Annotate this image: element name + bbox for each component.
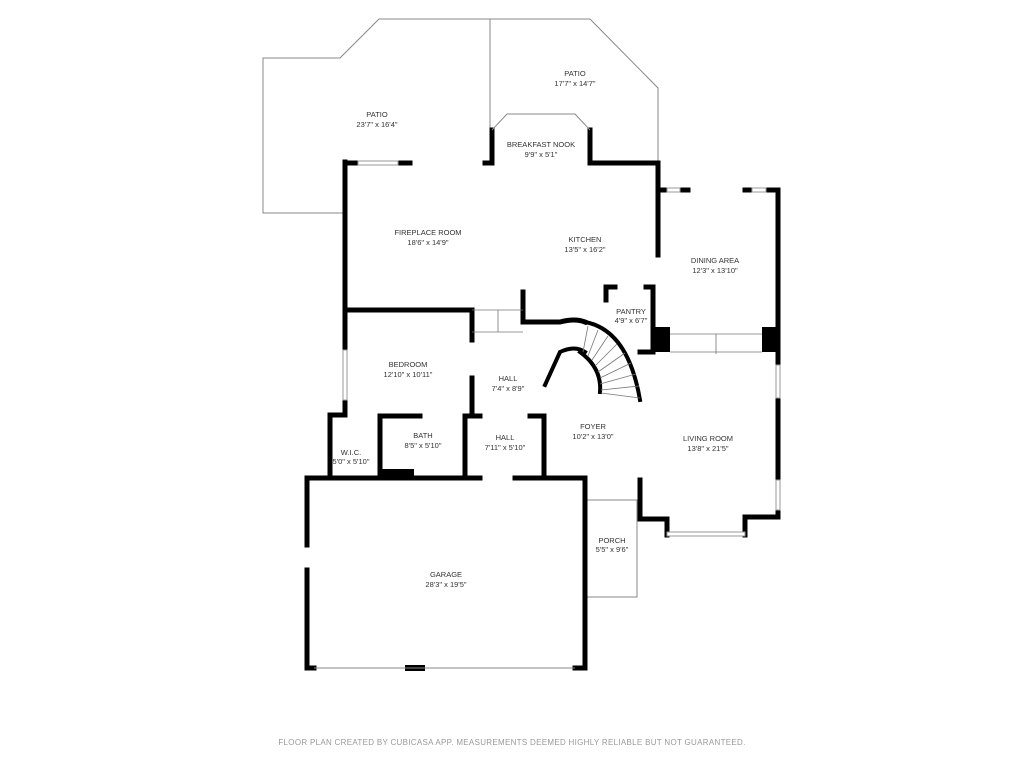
room-label-text: HALL bbox=[499, 374, 518, 383]
room-wic: W.I.C.5'0" x 5'10" bbox=[333, 448, 370, 466]
footer-disclaimer: FLOOR PLAN CREATED BY CUBICASA APP. MEAS… bbox=[278, 738, 745, 747]
room-label-text: 18'6" x 14'9" bbox=[407, 238, 448, 247]
room-label-text: 12'3" x 13'10" bbox=[692, 266, 738, 275]
room-label-text: BREAKFAST NOOK bbox=[507, 140, 575, 149]
walls bbox=[304, 127, 781, 671]
staircase bbox=[472, 309, 762, 399]
room-label-text: 28'3" x 19'5" bbox=[425, 580, 466, 589]
room-label-text: DINING AREA bbox=[691, 256, 739, 265]
porch-outline bbox=[587, 499, 638, 598]
room-label-text: PORCH bbox=[598, 536, 625, 545]
room-label-text: 12'10" x 10'11" bbox=[384, 370, 433, 379]
room-label-text: 9'9" x 5'1" bbox=[525, 150, 558, 159]
room-label-text: W.I.C. bbox=[341, 448, 361, 457]
room-label-text: 5'0" x 5'10" bbox=[333, 457, 370, 466]
room-label-text: 4'9" x 6'7" bbox=[615, 316, 648, 325]
room-label-text: PATIO bbox=[366, 110, 388, 119]
windows bbox=[314, 113, 781, 669]
room-label-text: 23'7" x 16'4" bbox=[356, 120, 397, 129]
room-label-text: FIREPLACE ROOM bbox=[394, 228, 461, 237]
room-label-text: PATIO bbox=[564, 69, 586, 78]
room-label-text: KITCHEN bbox=[569, 235, 602, 244]
room-label-text: LIVING ROOM bbox=[683, 434, 733, 443]
room-label-text: 10'2" x 13'0" bbox=[572, 432, 613, 441]
room-label-text: BEDROOM bbox=[389, 360, 428, 369]
room-label-text: BATH bbox=[413, 431, 432, 440]
room-label-text: 13'5" x 16'2" bbox=[564, 245, 605, 254]
room-label-text: 7'11" x 5'10" bbox=[485, 443, 526, 452]
patio-outlines bbox=[262, 18, 659, 214]
room-label-text: 5'5" x 9'6" bbox=[596, 545, 629, 554]
room-label-text: 7'4" x 8'9" bbox=[492, 384, 525, 393]
room-label-text: 8'5" x 5'10" bbox=[405, 441, 442, 450]
room-label-text: 13'8" x 21'5" bbox=[687, 444, 728, 453]
room-label-text: GARAGE bbox=[430, 570, 462, 579]
room-label-text: FOYER bbox=[580, 422, 606, 431]
room-label-text: HALL bbox=[496, 433, 515, 442]
room-label-text: PANTRY bbox=[616, 307, 646, 316]
room-label-text: 17'7" x 14'7" bbox=[554, 79, 595, 88]
